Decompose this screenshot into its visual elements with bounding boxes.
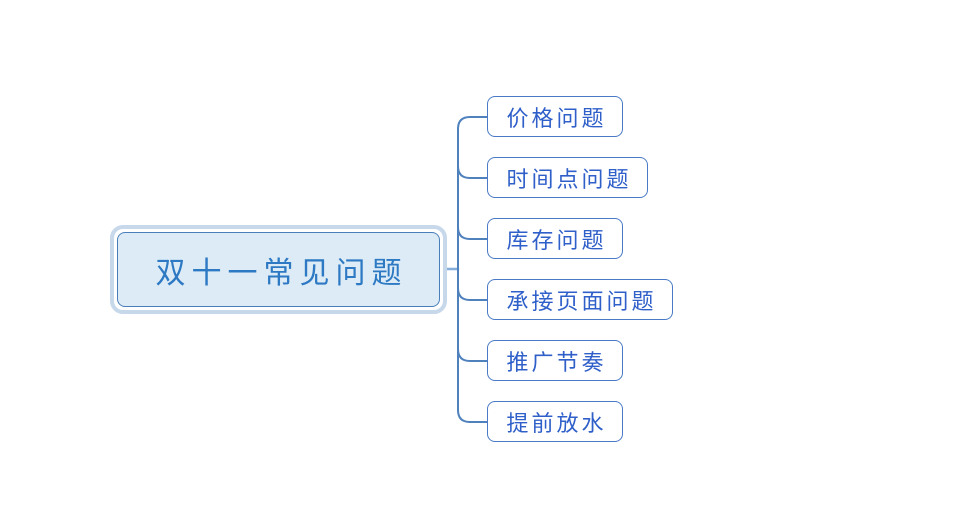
child-topic-node[interactable]: 时间点问题 xyxy=(487,157,648,198)
child-topic-node[interactable]: 承接页面问题 xyxy=(487,279,673,320)
child-topic-label: 推广节奏 xyxy=(506,350,607,376)
child-topic-node[interactable]: 库存问题 xyxy=(487,218,623,259)
child-topic-label: 提前放水 xyxy=(506,411,607,437)
branch-line xyxy=(457,226,489,240)
branch-line xyxy=(457,287,489,301)
branch-line xyxy=(457,165,489,179)
trunk-line xyxy=(457,116,489,423)
child-topic-node[interactable]: 提前放水 xyxy=(487,401,623,442)
child-topic-label: 承接页面问题 xyxy=(506,289,657,315)
child-topic-node[interactable]: 价格问题 xyxy=(487,96,623,137)
root-topic-label: 双十一常见问题 xyxy=(155,255,408,291)
root-topic-body[interactable]: 双十一常见问题 xyxy=(117,232,440,307)
child-topic-label: 库存问题 xyxy=(506,228,607,254)
root-topic-node[interactable]: 双十一常见问题 xyxy=(110,225,447,314)
child-topic-label: 时间点问题 xyxy=(506,167,632,193)
child-topic-label: 价格问题 xyxy=(506,106,607,132)
branch-line xyxy=(457,348,489,362)
child-topic-node[interactable]: 推广节奏 xyxy=(487,340,623,381)
